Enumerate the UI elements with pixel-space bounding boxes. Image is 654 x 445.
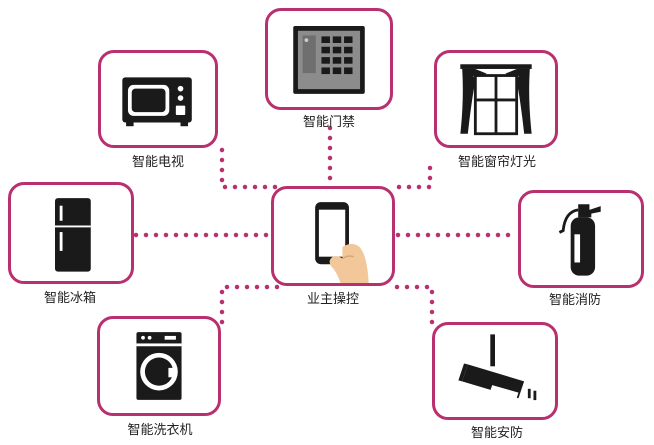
connector-curtain (387, 165, 433, 190)
device-box-tv (98, 50, 218, 148)
fire-extinguisher-icon (558, 204, 601, 276)
keypad-icon (293, 26, 365, 94)
device-label-curtain: 智能窗帘灯光 (457, 155, 537, 170)
microwave-tv-icon (122, 77, 192, 127)
device-box-security (432, 322, 558, 420)
device-label-door: 智能门禁 (302, 115, 356, 130)
center-box-owner-control (271, 186, 395, 286)
device-label-security: 智能安防 (470, 426, 524, 441)
device-label-fridge: 智能冰箱 (43, 291, 97, 306)
device-label-washer: 智能洗衣机 (127, 423, 193, 438)
device-box-fire (518, 190, 644, 288)
device-label-fire: 智能消防 (548, 293, 602, 308)
center-label: 业主操控 (306, 292, 360, 307)
washing-machine-icon (136, 332, 182, 400)
security-camera-icon (458, 334, 537, 401)
connector-washer (219, 284, 281, 325)
device-box-fridge (8, 182, 134, 284)
fridge-icon (55, 198, 91, 272)
device-label-tv: 智能电视 (131, 155, 185, 170)
device-box-curtain (434, 50, 558, 148)
device-box-washer (97, 316, 221, 416)
curtain-window-icon (460, 64, 532, 136)
hand-phone-icon (315, 202, 369, 283)
connector-security (389, 284, 435, 325)
device-box-door (265, 8, 393, 110)
connector-tv (219, 147, 281, 190)
